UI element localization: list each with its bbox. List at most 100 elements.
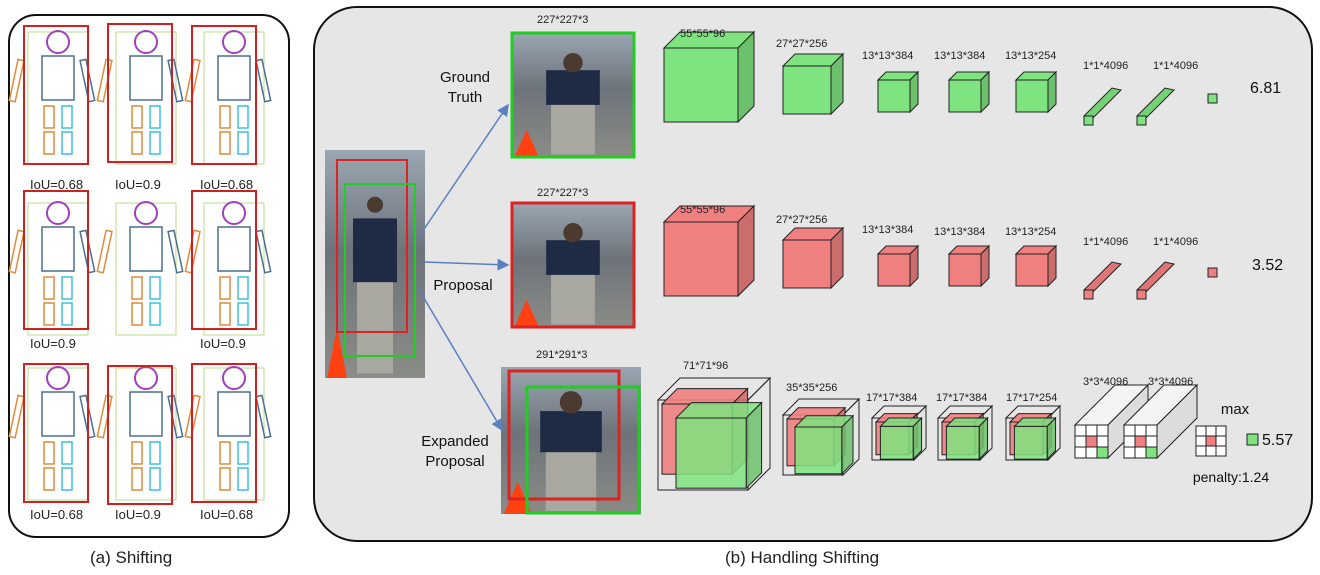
torso xyxy=(217,55,251,101)
proposal-border xyxy=(510,201,636,329)
right-arm xyxy=(167,394,184,439)
left-arm xyxy=(96,58,113,103)
grid-cell xyxy=(1096,424,1109,437)
right-arm xyxy=(255,394,272,439)
shifting-panel xyxy=(8,14,290,538)
proposal-layer-conv5 xyxy=(1014,244,1058,288)
proposal-layer-conv4 xyxy=(947,244,991,288)
grid-cell xyxy=(1085,435,1098,448)
layer-size: 1*1*4096 xyxy=(1083,236,1129,248)
ground-truth-crop xyxy=(510,31,636,159)
leg xyxy=(43,441,55,465)
torso xyxy=(217,226,251,272)
gt-layer-conv5 xyxy=(1014,70,1058,114)
proposal-box xyxy=(191,25,257,165)
gt-layer-conv1 xyxy=(662,30,756,124)
leg xyxy=(237,131,249,155)
leg xyxy=(43,302,55,326)
proposal-layer-fc6 xyxy=(1083,261,1122,300)
person-pants xyxy=(551,274,595,325)
traffic-cone xyxy=(514,299,539,327)
layer-size: 17*17*254 xyxy=(1006,392,1058,404)
layer-size: 35*35*256 xyxy=(786,382,838,394)
layer-size: 13*13*384 xyxy=(862,224,914,236)
proposal-box xyxy=(191,190,257,330)
cube-front xyxy=(782,239,832,289)
stick-figure xyxy=(96,365,184,505)
leg xyxy=(131,441,143,465)
person-head xyxy=(367,196,383,213)
proposal-score: 3.52 xyxy=(1252,257,1284,274)
iou-label: IoU=0.9 xyxy=(200,336,246,351)
layer-size: 55*55*96 xyxy=(680,28,726,40)
left-arm xyxy=(184,229,201,274)
head xyxy=(134,366,158,390)
right-arm xyxy=(79,394,96,439)
person-shirt xyxy=(540,411,602,453)
stick-figure xyxy=(96,201,184,336)
torso xyxy=(41,391,75,437)
leg xyxy=(237,467,249,491)
caption-b: (b) Handling Shifting xyxy=(725,548,880,567)
bar-end xyxy=(1083,115,1094,126)
stick-figure xyxy=(8,25,96,165)
leg xyxy=(43,276,55,300)
layer-size: 13*13*384 xyxy=(862,50,914,62)
gt-box xyxy=(115,202,177,336)
cube-front xyxy=(675,417,747,489)
gt-box xyxy=(115,367,177,501)
grid-cell xyxy=(1074,435,1087,448)
cube-front xyxy=(877,79,911,113)
proposal-box xyxy=(507,369,621,501)
left-arm xyxy=(96,394,113,439)
person-head xyxy=(559,391,583,414)
layer-size: 13*13*384 xyxy=(934,50,986,62)
grid-cell xyxy=(1123,435,1136,448)
iou-label: IoU=0.68 xyxy=(200,177,254,192)
grid-cell xyxy=(1215,425,1227,437)
gt-layer-conv2 xyxy=(781,52,845,116)
proposal-layer-conv2 xyxy=(781,226,845,290)
layer-size: 27*27*256 xyxy=(776,38,828,50)
gt-layer-output xyxy=(1207,93,1218,104)
arrow-to-ground-truth xyxy=(417,103,509,239)
expanded-output xyxy=(1246,433,1259,446)
cube-front xyxy=(948,253,982,287)
cube-front xyxy=(782,65,832,115)
grid-cell xyxy=(1145,446,1158,459)
bar-end xyxy=(1083,289,1094,300)
grid-cell xyxy=(1123,424,1136,437)
flow-arrows xyxy=(417,103,510,432)
layer-size: 13*13*384 xyxy=(934,226,986,238)
traffic-cone xyxy=(327,327,347,378)
cube-front xyxy=(945,425,980,460)
head xyxy=(134,30,158,54)
bar-body xyxy=(1083,87,1122,119)
gt-box xyxy=(115,31,177,165)
grid-cell xyxy=(1215,445,1227,457)
stick-figure xyxy=(8,363,96,503)
grid-cell xyxy=(1205,435,1217,447)
proposal-crop xyxy=(510,201,636,329)
cube-front xyxy=(877,253,911,287)
leg xyxy=(149,302,161,326)
expanded-conv2-ground-truth xyxy=(793,414,855,476)
person-shirt xyxy=(546,240,600,275)
iou-label: IoU=0.9 xyxy=(115,177,161,192)
bar-body xyxy=(1083,261,1122,293)
gt-layer-fc6 xyxy=(1083,87,1122,126)
leg xyxy=(131,302,143,326)
leg xyxy=(131,131,143,155)
right-arm xyxy=(79,58,96,103)
layer-size: 55*55*96 xyxy=(680,204,726,216)
leg xyxy=(219,302,231,326)
person-head xyxy=(563,223,583,243)
person-shirt xyxy=(546,70,600,105)
gt-layer-conv4 xyxy=(947,70,991,114)
layer-size: 3*3*4096 xyxy=(1148,376,1194,388)
head xyxy=(134,201,158,225)
head xyxy=(46,201,70,225)
leg xyxy=(219,441,231,465)
